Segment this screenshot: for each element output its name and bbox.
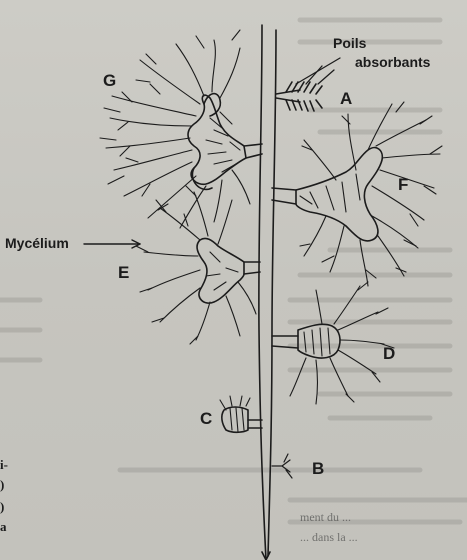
label-E: E (118, 264, 129, 281)
mycorrhiza-F (272, 102, 442, 286)
root-hairs-A (276, 58, 340, 111)
margin-fragment-4: a (0, 520, 7, 533)
label-F: F (398, 176, 408, 193)
root-branch-B (272, 454, 292, 478)
mycorrhiza-E (136, 186, 260, 344)
label-poils: Poils (333, 36, 366, 50)
mycorrhiza-G (100, 30, 262, 228)
margin-fragment-2: ) (0, 478, 4, 491)
label-C: C (200, 410, 212, 427)
mycorrhiza-C (220, 396, 262, 432)
bottom-bleed-text-2: ... dans la ... (300, 530, 358, 545)
label-G: G (103, 72, 116, 89)
margin-fragment-3: ) (0, 500, 4, 513)
margin-fragment-1: i- (0, 458, 8, 471)
label-mycelium: Mycélium (5, 236, 69, 250)
label-B: B (312, 460, 324, 477)
bottom-bleed-text-1: ment du ... (300, 510, 351, 525)
label-A: A (340, 90, 352, 107)
main-root (259, 25, 276, 560)
mycorrhiza-D (272, 282, 394, 404)
label-D: D (383, 345, 395, 362)
label-absorbants: absorbants (355, 55, 430, 69)
label-leaders (84, 240, 140, 248)
